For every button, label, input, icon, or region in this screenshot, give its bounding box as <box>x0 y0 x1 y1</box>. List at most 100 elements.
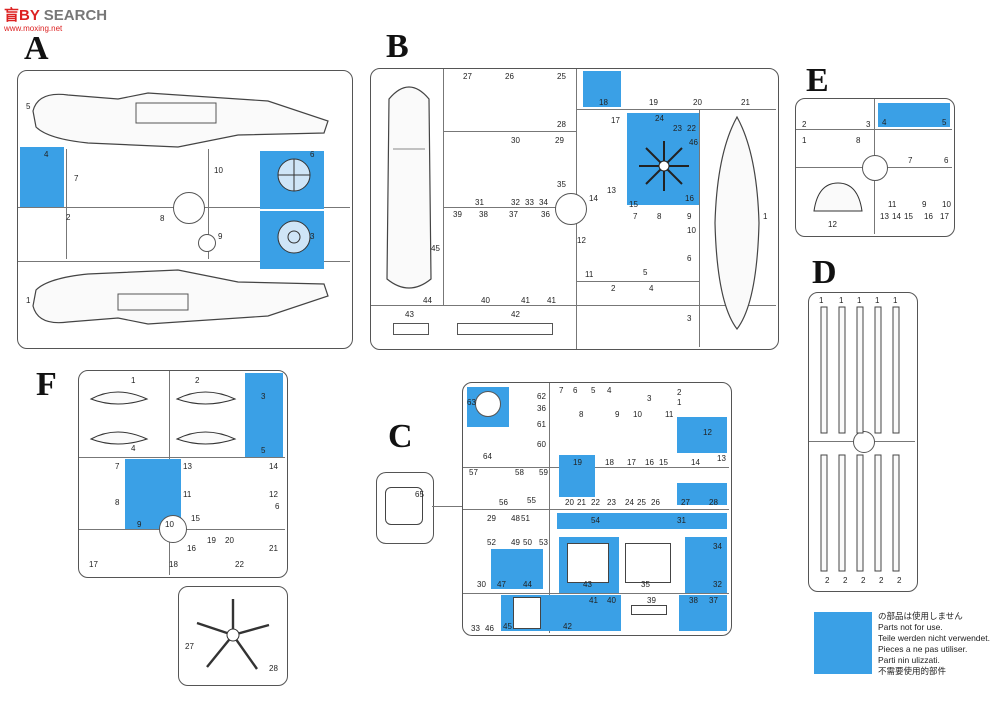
floats-icon <box>89 391 237 445</box>
legend-line-de: Teile werden nicht verwendet. <box>878 633 990 643</box>
part-number: 57 <box>469 468 478 477</box>
part-number: 9 <box>137 520 142 529</box>
sprue-f-gate-ring <box>159 515 187 543</box>
part-c34 <box>625 543 671 583</box>
sprue-b-runner <box>576 109 776 110</box>
part-number: 1 <box>819 296 824 305</box>
rotor-blades-icon <box>820 306 900 572</box>
fuselage-left-half-icon <box>32 269 329 325</box>
unused-part-a4 <box>20 147 64 207</box>
sprue-a-letter: A <box>24 30 49 67</box>
part-number: 17 <box>89 560 98 569</box>
watermark-logo: 盲BY SEARCH <box>4 7 108 24</box>
part-number: 2 <box>825 576 830 585</box>
part-number: 7 <box>908 156 913 165</box>
part-number: 16 <box>187 544 196 553</box>
part-number: 4 <box>607 386 612 395</box>
part-number: 18 <box>599 98 608 107</box>
unused-part-f3-f5 <box>245 373 283 457</box>
part-number: 3 <box>310 232 315 241</box>
unused-part-c12 <box>677 417 727 453</box>
part-number: 42 <box>563 622 572 631</box>
part-number: 13 <box>607 186 616 195</box>
part-number: 13 <box>880 212 889 221</box>
part-number: 52 <box>487 538 496 547</box>
part-number: 15 <box>659 458 668 467</box>
part-number: 6 <box>573 386 578 395</box>
legend-line-fr: Pieces a ne pas utiliser. <box>878 644 968 654</box>
part-number: 54 <box>591 516 600 525</box>
part-number: 62 <box>537 392 546 401</box>
part-number: 31 <box>475 198 484 207</box>
part-number: 15 <box>904 212 913 221</box>
sprue-b-runner <box>443 131 577 132</box>
part-number: 32 <box>511 198 520 207</box>
part-c35-shape <box>567 543 609 583</box>
part-number: 59 <box>539 468 548 477</box>
part-number: 33 <box>471 624 480 633</box>
sprue-b-runner <box>699 109 700 347</box>
part-number: 43 <box>583 580 592 589</box>
main-rotor-icon <box>639 141 689 191</box>
legend-line-zh: 不需要使用的部件 <box>878 666 947 676</box>
part-number: 22 <box>235 560 244 569</box>
part-number: 19 <box>573 458 582 467</box>
part-number: 9 <box>687 212 692 221</box>
part-number: 50 <box>523 538 532 547</box>
part-number: 43 <box>405 310 414 319</box>
part-number: 58 <box>515 468 524 477</box>
part-number: 27 <box>463 72 472 81</box>
part-number: 8 <box>579 410 584 419</box>
part-number: 3 <box>261 392 266 401</box>
part-number: 21 <box>269 544 278 553</box>
part-number: 24 <box>625 498 634 507</box>
part-number: 20 <box>693 98 702 107</box>
part-number: 2 <box>195 376 200 385</box>
part-number: 26 <box>651 498 660 507</box>
legend-text: の部品は使用しません Parts not for use. Teile werd… <box>878 611 990 677</box>
part-number: 40 <box>481 296 490 305</box>
part-number: 40 <box>607 596 616 605</box>
part-number: 38 <box>479 210 488 219</box>
sprue-d-gate-ring <box>853 431 875 453</box>
part-number: 3 <box>647 394 652 403</box>
sprue-b-runner <box>576 281 700 282</box>
part-number: 11 <box>888 200 897 209</box>
part-number: 4 <box>882 118 887 127</box>
wheel-icon <box>198 234 216 252</box>
part-number: 30 <box>477 580 486 589</box>
part-number: 4 <box>44 150 49 159</box>
sprue-c-runner <box>549 383 550 633</box>
part-number: 23 <box>673 124 682 133</box>
part-number: 1 <box>763 212 768 221</box>
part-number: 35 <box>557 180 566 189</box>
part-number: 18 <box>605 458 614 467</box>
unused-part-c28-c29 <box>677 483 727 505</box>
part-number: 21 <box>577 498 586 507</box>
part-number: 6 <box>687 254 692 263</box>
part-number: 12 <box>577 236 586 245</box>
part-number: 42 <box>511 310 520 319</box>
sprue-c-small-frame: 65 <box>376 472 434 544</box>
unused-part-c30-c31 <box>557 513 727 529</box>
legend-line-en: Parts not for use. <box>878 622 943 632</box>
part-number: 5 <box>591 386 596 395</box>
sprue-a-runner-h2 <box>18 261 350 262</box>
part-number: 24 <box>655 114 664 123</box>
unused-part-b18 <box>583 71 621 107</box>
part-number: 10 <box>687 226 696 235</box>
fuselage-right-half-icon <box>32 92 329 148</box>
part-number: 22 <box>591 498 600 507</box>
part-number: 2 <box>861 576 866 585</box>
unused-part-c32-c33 <box>685 537 727 593</box>
part-number: 53 <box>539 538 548 547</box>
sprue-f-runner <box>79 457 285 458</box>
part-number: 12 <box>703 428 712 437</box>
part-number: 12 <box>828 220 837 229</box>
part-number: 15 <box>191 514 200 523</box>
part-number: 5 <box>942 118 947 127</box>
part-c63-ring <box>475 391 501 417</box>
part-number: 36 <box>537 404 546 413</box>
part-number: 9 <box>615 410 620 419</box>
legend-swatch <box>814 612 872 674</box>
